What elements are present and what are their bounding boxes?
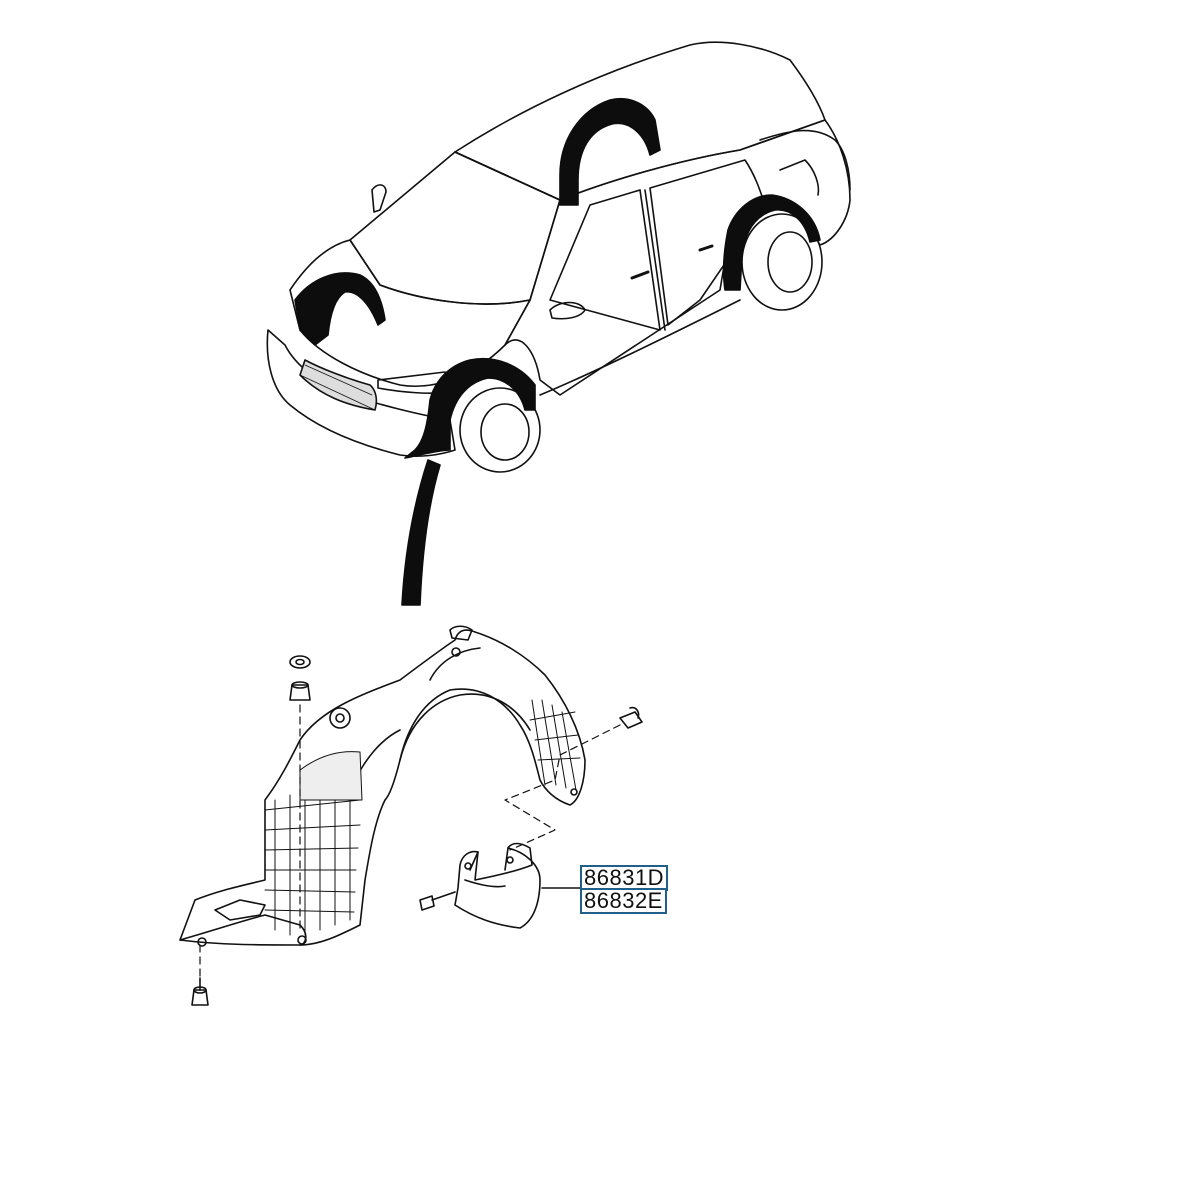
front-inner-guard-highlight (294, 272, 386, 346)
rear-wheel-arch-guard (722, 194, 821, 291)
car-body-side (504, 119, 851, 396)
washer (289, 655, 311, 669)
car-grille (299, 359, 378, 411)
front-wheel-arch-guard (404, 358, 536, 459)
car-illustration (266, 41, 851, 606)
front-wheel (459, 387, 541, 473)
inner-wheel-guard-detail (179, 625, 586, 947)
clip-screw-bottom (191, 989, 209, 1006)
push-clip (619, 711, 643, 729)
assembly-lines (199, 704, 621, 979)
mud-flap (454, 842, 541, 929)
rear-inner-guard-highlight (559, 98, 661, 206)
clip-nut-top (289, 684, 311, 701)
detail-pointer-arrow (401, 459, 441, 606)
mud-flap-screw (419, 895, 435, 911)
inner-wheel-guard (179, 629, 586, 946)
fasteners (191, 655, 643, 1006)
car-windshield (349, 151, 561, 305)
part-number-callout-1[interactable]: 86831D (580, 865, 669, 891)
part-number-callout-2[interactable]: 86832E (580, 888, 667, 914)
